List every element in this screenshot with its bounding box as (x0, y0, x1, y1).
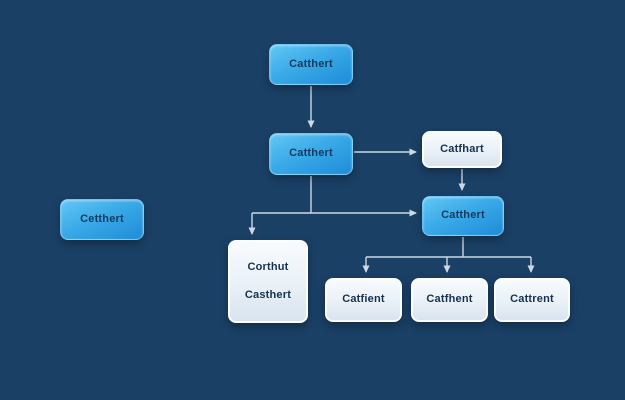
node-left-standalone[interactable]: Cetthert (60, 199, 144, 240)
node-bottom-middle[interactable]: Catfhent (411, 278, 488, 322)
node-right-white-label: Catfhart (440, 142, 484, 155)
node-bottom-right-label: Cattrent (510, 293, 554, 306)
node-middle-label: Catthert (289, 147, 333, 160)
node-bottom-left-label: Catfient (342, 293, 385, 306)
node-bottom-left[interactable]: Catfient (325, 278, 402, 322)
node-tall-label-line1: Corthut (247, 261, 289, 274)
node-left-label: Cetthert (80, 212, 124, 225)
node-right-blue-label: Catthert (441, 209, 485, 222)
node-right-white[interactable]: Catfhart (422, 131, 502, 168)
node-top[interactable]: Catthert (269, 44, 353, 85)
node-bottom-middle-label: Catfhent (426, 293, 473, 306)
node-right-blue[interactable]: Catthert (422, 196, 504, 236)
node-top-label: Catthert (289, 57, 333, 70)
node-middle[interactable]: Catthert (269, 133, 353, 175)
node-bottom-right[interactable]: Cattrent (494, 278, 570, 322)
node-tall-label-line2: Casthert (244, 288, 292, 301)
node-tall[interactable]: Corthut Casthert (228, 240, 308, 323)
